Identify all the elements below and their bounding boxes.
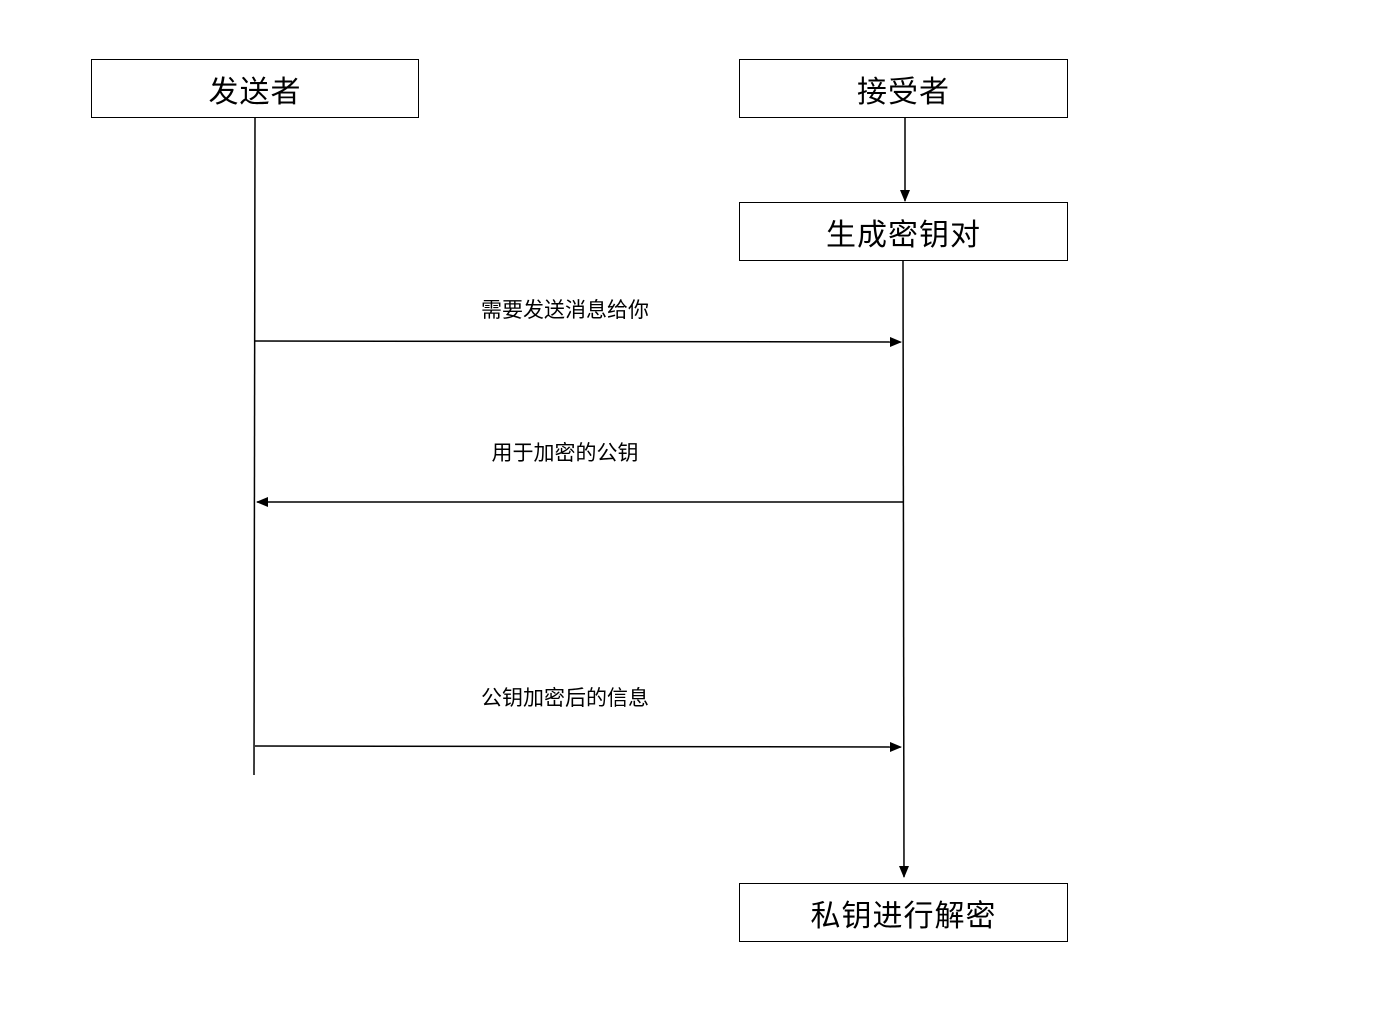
generate-key-pair-label: 生成密钥对 — [826, 217, 981, 253]
message-label-2: 用于加密的公钥 — [491, 441, 639, 465]
message-arrow-1 — [254, 336, 902, 347]
sender-participant-box: 发送者 — [91, 59, 419, 118]
receiver-lifeline — [898, 260, 909, 878]
message-label-3: 公钥加密后的信息 — [481, 686, 649, 710]
message-label-1: 需要发送消息给你 — [481, 298, 649, 322]
private-key-decrypt-label: 私钥进行解密 — [810, 898, 997, 934]
message-arrow-3 — [254, 741, 902, 752]
sender-label: 发送者 — [208, 74, 302, 110]
private-key-decrypt-box: 私钥进行解密 — [739, 883, 1068, 942]
receiver-participant-box: 接受者 — [739, 59, 1068, 118]
sender-lifeline — [253, 117, 256, 776]
receiver-label: 接受者 — [857, 74, 950, 110]
generate-key-pair-box: 生成密钥对 — [739, 202, 1068, 261]
